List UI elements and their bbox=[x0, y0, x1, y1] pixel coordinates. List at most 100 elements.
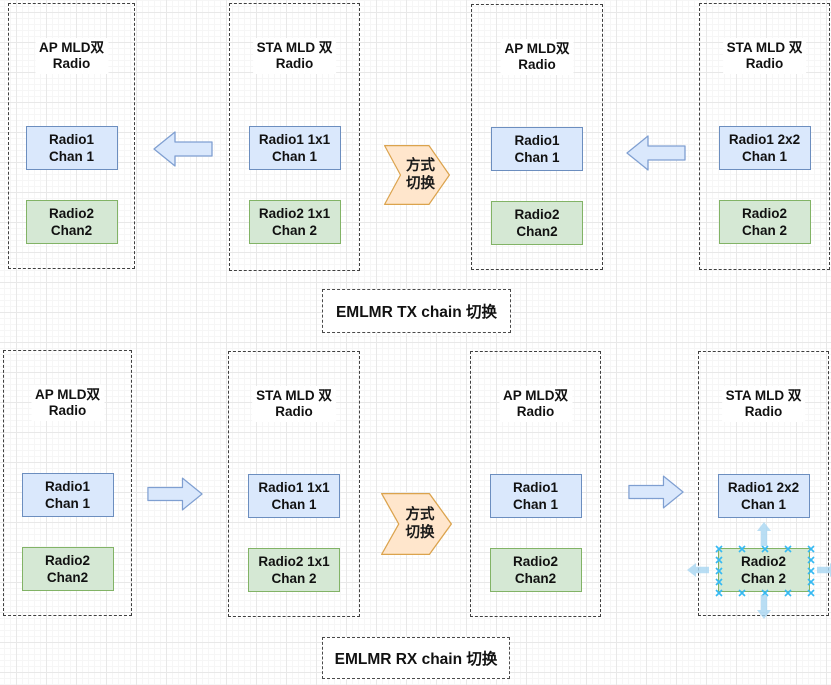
mode-switch-label: 方式 切换 bbox=[381, 493, 452, 555]
radio2-channel: Chan2 bbox=[516, 224, 558, 239]
radio1-channel: Chan 1 bbox=[44, 496, 90, 511]
node-title: AP MLD双 Radio bbox=[500, 39, 574, 75]
radio1-label: Radio1 1x1 bbox=[258, 480, 330, 495]
tx-node-ap-mld-1[interactable]: AP MLD双 Radio Radio1 Chan 1 Radio2 Chan2 bbox=[8, 3, 135, 269]
rx-caption-text: EMLMR RX chain 切换 bbox=[334, 651, 498, 668]
radio1-channel: Chan 1 bbox=[48, 149, 94, 164]
radio1-box[interactable]: Radio1 Chan 1 bbox=[25, 126, 118, 170]
radio1-box[interactable]: Radio1 Chan 1 bbox=[21, 473, 114, 517]
node-title: AP MLD双 Radio bbox=[498, 386, 573, 422]
title-line: Radio bbox=[745, 56, 784, 71]
radio1-box[interactable]: Radio1 2x2 Chan 1 bbox=[717, 474, 810, 518]
radio2-channel: Chan 2 bbox=[741, 223, 787, 238]
radio1-label: Radio1 bbox=[512, 480, 558, 495]
radio2-channel: Chan 2 bbox=[271, 571, 317, 586]
radio1-label: Radio1 bbox=[44, 479, 90, 494]
title-line: STA MLD 双 bbox=[726, 40, 803, 55]
radio2-label: Radio2 1x1 bbox=[258, 206, 331, 221]
radio1-channel: Chan 1 bbox=[271, 149, 317, 164]
node-title: STA MLD 双 Radio bbox=[252, 38, 337, 74]
radio2-box[interactable]: Radio2 Chan2 bbox=[25, 200, 118, 244]
title-line: STA MLD 双 bbox=[725, 388, 802, 403]
rx-caption[interactable]: EMLMR RX chain 切换 bbox=[322, 637, 510, 679]
title-line: Radio bbox=[275, 404, 313, 419]
radio1-label: Radio1 2x2 bbox=[728, 132, 801, 147]
radio2-label: Radio2 bbox=[514, 207, 560, 222]
radio1-box[interactable]: Radio1 Chan 1 bbox=[491, 127, 583, 171]
radio1-channel: Chan 1 bbox=[741, 149, 787, 164]
node-title: AP MLD双 Radio bbox=[30, 385, 105, 421]
radio2-box[interactable]: Radio2 Chan 2 bbox=[718, 200, 811, 244]
mode-switch-line: 切换 bbox=[405, 525, 435, 541]
title-line: Radio bbox=[48, 403, 87, 418]
title-line: AP MLD双 bbox=[504, 41, 570, 56]
radio2-label: Radio2 bbox=[48, 206, 94, 221]
tx-node-sta-mld-1[interactable]: STA MLD 双 Radio Radio1 1x1 Chan 1 Radio2… bbox=[229, 3, 360, 271]
flow-arrow-right-icon[interactable] bbox=[147, 475, 203, 513]
radio1-channel: Chan 1 bbox=[740, 497, 786, 512]
radio2-box[interactable]: Radio2 1x1 Chan 2 bbox=[248, 200, 341, 244]
mode-switch-label: 方式 切换 bbox=[384, 145, 450, 205]
radio1-channel: Chan 1 bbox=[271, 497, 317, 512]
direction-arrow-left-icon[interactable] bbox=[686, 563, 709, 577]
rx-mode-switch-step[interactable]: 方式 切换 bbox=[381, 493, 452, 555]
radio1-label: Radio1 bbox=[514, 133, 560, 148]
tx-caption-text: EMLMR TX chain 切换 bbox=[335, 304, 498, 321]
title-line: Radio bbox=[744, 404, 783, 419]
rx-node-sta-mld-2[interactable]: STA MLD 双 Radio Radio1 2x2 Chan 1 Radio2… bbox=[686, 351, 831, 619]
node-title: STA MLD 双 Radio bbox=[722, 38, 807, 74]
node-title: STA MLD 双 Radio bbox=[252, 386, 336, 422]
mode-switch-line: 方式 bbox=[405, 507, 435, 523]
radio2-label: Radio2 bbox=[740, 554, 786, 569]
mode-switch-line: 方式 bbox=[406, 158, 435, 174]
radio1-channel: Chan 1 bbox=[512, 497, 558, 512]
radio1-box[interactable]: Radio1 1x1 Chan 1 bbox=[248, 474, 340, 518]
radio2-box-selected[interactable]: Radio2 Chan 2 bbox=[686, 522, 831, 619]
radio1-channel: Chan 1 bbox=[514, 150, 560, 165]
radio2-channel: Chan2 bbox=[46, 570, 89, 585]
flow-arrow-right-icon[interactable] bbox=[628, 473, 684, 511]
direction-arrow-down-icon[interactable] bbox=[756, 595, 771, 619]
radio2-label: Radio2 1x1 bbox=[258, 554, 330, 569]
node-title: STA MLD 双 Radio bbox=[721, 386, 806, 422]
radio2-label: Radio2 bbox=[741, 206, 787, 221]
radio2-channel: Chan2 bbox=[50, 223, 93, 238]
rx-node-ap-mld-2[interactable]: AP MLD双 Radio Radio1 Chan 1 Radio2 Chan2 bbox=[470, 351, 601, 617]
title-line: Radio bbox=[275, 56, 314, 71]
radio2-channel: Chan 2 bbox=[740, 571, 786, 586]
radio1-label: Radio1 1x1 bbox=[258, 132, 331, 147]
step-shape-icon bbox=[384, 145, 450, 205]
tx-node-sta-mld-2[interactable]: STA MLD 双 Radio Radio1 2x2 Chan 1 Radio2… bbox=[699, 3, 830, 270]
direction-arrow-right-icon[interactable] bbox=[816, 563, 831, 577]
tx-node-ap-mld-2[interactable]: AP MLD双 Radio Radio1 Chan 1 Radio2 Chan2 bbox=[471, 4, 603, 270]
radio1-box[interactable]: Radio1 1x1 Chan 1 bbox=[248, 126, 341, 170]
radio2-box[interactable]: Radio2 1x1 Chan 2 bbox=[248, 548, 340, 592]
tx-caption[interactable]: EMLMR TX chain 切换 bbox=[322, 289, 511, 333]
title-line: STA MLD 双 bbox=[256, 388, 332, 403]
radio2-box[interactable]: Radio2 Chan2 bbox=[21, 547, 114, 591]
direction-arrow-up-icon[interactable] bbox=[756, 522, 771, 546]
radio2-channel: Chan 2 bbox=[271, 223, 317, 238]
node-title: AP MLD双 Radio bbox=[34, 38, 109, 74]
title-line: Radio bbox=[52, 56, 91, 71]
radio2-label: Radio2 bbox=[44, 553, 90, 568]
radio2-box[interactable]: Radio2 Chan2 bbox=[489, 548, 582, 592]
flow-arrow-left-icon[interactable] bbox=[625, 134, 687, 172]
radio1-box[interactable]: Radio1 Chan 1 bbox=[489, 474, 582, 518]
title-line: AP MLD双 bbox=[502, 388, 569, 403]
radio1-label: Radio1 bbox=[48, 132, 94, 147]
radio2-label: Radio2 bbox=[512, 554, 558, 569]
flow-arrow-left-icon[interactable] bbox=[153, 130, 213, 168]
radio1-box[interactable]: Radio1 2x2 Chan 1 bbox=[718, 126, 811, 170]
title-line: Radio bbox=[516, 404, 555, 419]
radio2-box[interactable]: Radio2 Chan2 bbox=[491, 201, 583, 245]
mode-switch-line: 切换 bbox=[406, 176, 435, 192]
radio1-label: Radio1 2x2 bbox=[727, 480, 800, 495]
tx-mode-switch-step[interactable]: 方式 切换 bbox=[384, 145, 450, 205]
rx-node-ap-mld-1[interactable]: AP MLD双 Radio Radio1 Chan 1 Radio2 Chan2 bbox=[3, 350, 132, 616]
title-line: AP MLD双 bbox=[38, 40, 105, 55]
radio2-channel: Chan2 bbox=[514, 571, 557, 586]
rx-node-sta-mld-1[interactable]: STA MLD 双 Radio Radio1 1x1 Chan 1 Radio2… bbox=[228, 351, 360, 617]
title-line: Radio bbox=[518, 57, 556, 72]
